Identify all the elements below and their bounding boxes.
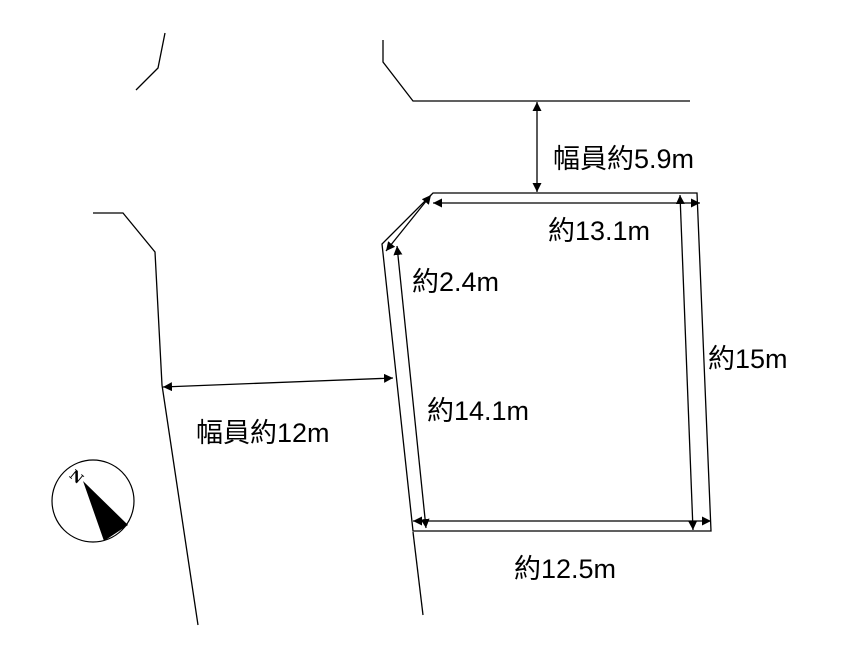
- dim-road-west: [162, 373, 394, 392]
- bottom-side-label: 約12.5m: [514, 554, 616, 584]
- road-north-width-label: 幅員約5.9m: [553, 144, 694, 174]
- compass-icon: N: [51, 459, 135, 543]
- road-west-width-label: 幅員約12m: [196, 418, 330, 448]
- road-edge-top-left: [135, 32, 166, 91]
- plot-boundary: [381, 192, 712, 532]
- road-edge-east-extension: [412, 531, 424, 616]
- road-edge-west: [93, 212, 199, 626]
- right-side-label: 約15m: [708, 344, 788, 374]
- dim-left-line: [393, 245, 430, 529]
- road-edge-top-right: [382, 40, 690, 102]
- dim-chamfer: [385, 194, 432, 252]
- chamfer-side-label: 約2.4m: [412, 267, 499, 297]
- dim-left: [384, 246, 413, 528]
- top-side-label: 約13.1m: [548, 216, 650, 246]
- left-side-label: 約14.1m: [427, 396, 529, 426]
- dim-right: [675, 194, 698, 531]
